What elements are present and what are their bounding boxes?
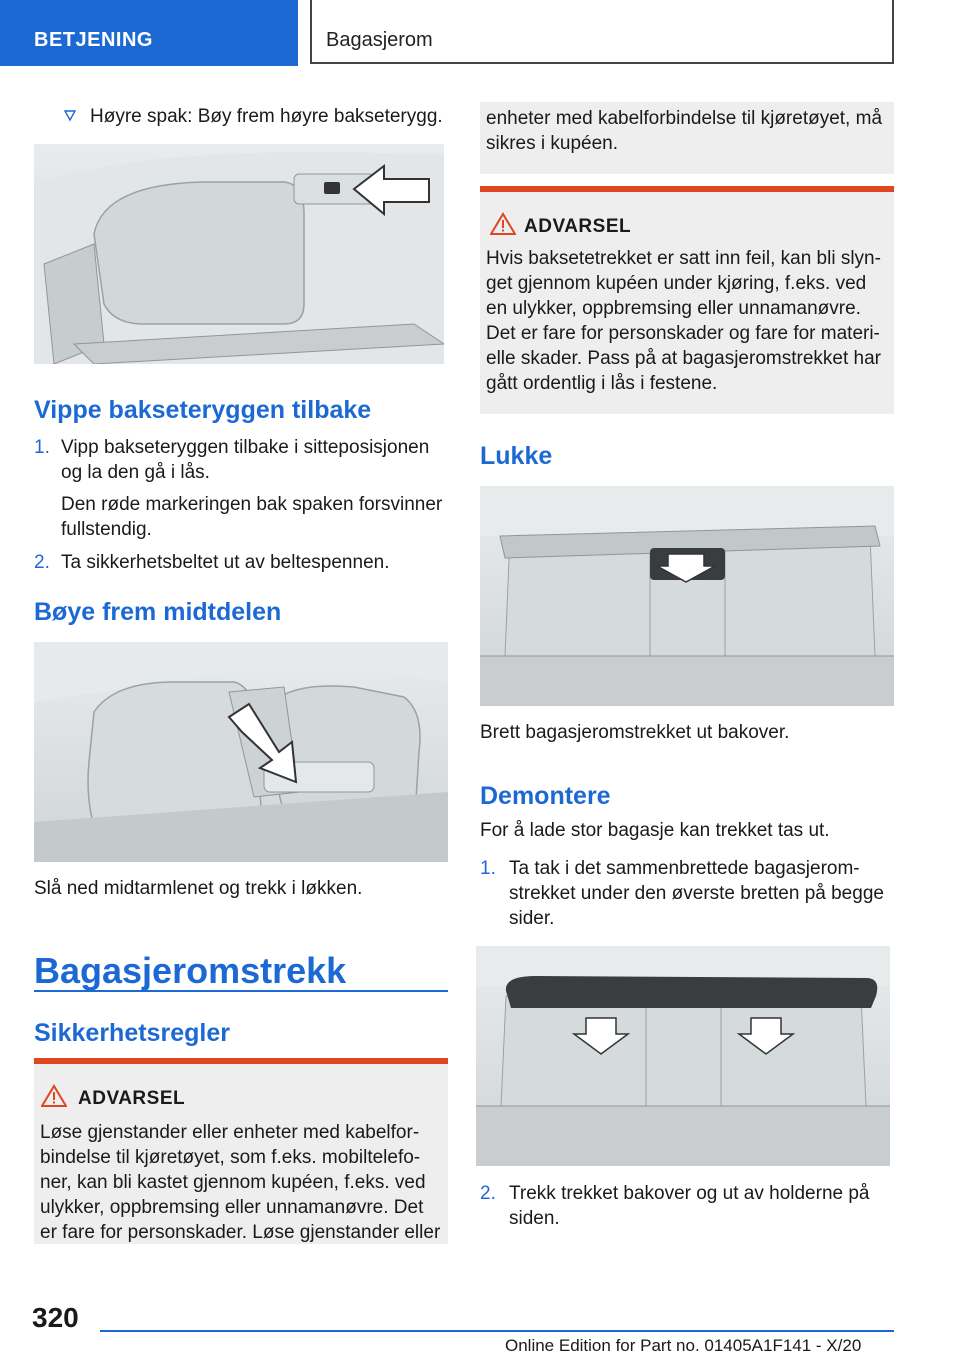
caption-armrest: Slå ned midtarmlenet og trekk i løkken. [34,878,363,899]
page-header: Bagasjerom [310,0,894,64]
step-note: fullstendig. [61,519,152,540]
heading-demontere: Demontere [480,782,611,810]
step-text: Ta tak i det sammenbrettede bagasjerom- [509,858,860,879]
cover-illustration [480,486,894,706]
cover-remove-illustration [476,946,890,1166]
image-cover-close [480,486,894,706]
step-text: og la den gå i lås. [61,462,210,483]
page-number: 320 [32,1302,79,1333]
step-note: Den røde markeringen bak spaken forsvinn… [61,494,443,515]
warning-box: ADVARSEL Hvis baksetetrekket er satt inn… [480,192,894,414]
warning-bar [480,186,894,192]
warning-triangle-icon [490,212,516,235]
warning-line: Løse gjenstander eller enheter med kabel… [40,1122,420,1143]
caption-lukke: Brett bagasjeromstrekket ut bakover. [480,722,790,743]
step-number: 1. [480,858,496,879]
step-text: sider. [509,908,555,929]
step-text: Ta sikkerhetsbeltet ut av beltespennen. [61,552,390,573]
demontere-intro: For å lade stor bagasje kan trekket tas … [480,820,830,841]
warning-title: ADVARSEL [78,1088,186,1109]
armrest-illustration [34,642,448,862]
warning-line: sikres i kupéen. [486,133,619,154]
step-number: 2. [34,552,50,573]
step-text: Trekk trekket bakover og ut av holderne … [509,1183,870,1204]
image-trunk-lever [34,144,444,364]
heading-lukke: Lukke [480,442,553,470]
warning-line: Hvis baksetetrekket er satt inn feil, ka… [486,248,881,269]
step-text: Vipp bakseteryggen tilbake i sitteposisj… [61,437,430,458]
warning-line: bindelse til kjøretøyet, som f.eks. mobi… [40,1147,421,1168]
heading-underline [34,990,448,992]
step-number: 1. [34,437,50,458]
warning-box: ADVARSEL Løse gjenstander eller enheter … [34,1064,448,1244]
page-title: Bagasjerom [326,29,433,51]
warning-line: ner, kan bli kastet gjennom kupéen, f.ek… [40,1172,426,1193]
arrow-icon [352,163,430,217]
warning-line: gått ordentlig i lås i festene. [486,373,718,394]
warning-continuation: enheter med kabelforbindelse til kjøretø… [480,102,894,174]
heading-bagasjeromstrekk: Bagasjeromstrekk [34,950,347,991]
warning-line: Det er fare for personskader og fare for… [486,323,880,344]
image-armrest [34,642,448,862]
warning-line: elle skader. Pass på at bagasjeromstrekk… [486,348,881,369]
trunk-illustration [34,152,444,364]
arrow-icon [571,1017,631,1055]
bullet-text: Høyre spak: Bøy frem høyre bakseterygg. [90,106,443,127]
section-label: BETJENING [34,29,153,51]
bullet-triangle-icon [64,110,76,122]
warning-bar [34,1058,448,1064]
warning-title: ADVARSEL [524,216,632,237]
warning-line: en ulykker, oppbremsing eller unnamanøvr… [486,298,861,319]
step-text: siden. [509,1208,560,1229]
footer-divider [100,1330,894,1332]
warning-line: get gjennom kupéen under kjøring, f.eks.… [486,273,867,294]
arrow-icon [736,1017,796,1055]
heading-vippe: Vippe bakseteryggen tilbake [34,396,372,424]
image-cover-remove [476,946,890,1166]
heading-boye: Bøye frem midtdelen [34,598,282,626]
arrow-icon [656,553,716,583]
warning-line: ulykker, oppbremsing eller unnamanøvre. … [40,1197,424,1218]
step-number: 2. [480,1183,496,1204]
warning-line: enheter med kabelforbindelse til kjøretø… [486,108,883,129]
warning-line: er fare for personskader. Løse gjenstand… [40,1222,441,1243]
warning-triangle-icon [41,1084,67,1107]
heading-sikkerhet: Sikkerhetsregler [34,1019,230,1047]
arrow-icon [227,702,298,784]
section-tab: BETJENING [0,0,298,66]
footer-edition: Online Edition for Part no. 01405A1F141 … [505,1336,862,1355]
step-text: strekket under den øverste bretten på be… [509,883,884,904]
